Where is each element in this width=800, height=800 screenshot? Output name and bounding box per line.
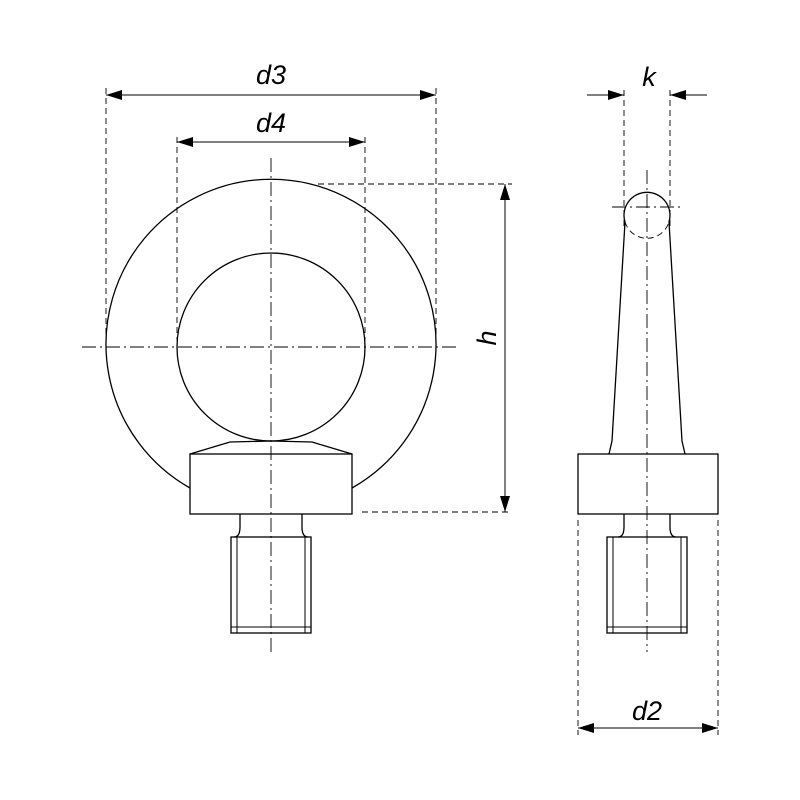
side-collar	[577, 453, 719, 515]
d4-arrow-right	[349, 137, 365, 147]
front-view	[82, 158, 460, 652]
k-label: k	[642, 62, 657, 92]
d3-arrow-left	[106, 90, 122, 100]
d3-arrow-right	[420, 90, 436, 100]
d3-label: d3	[256, 60, 286, 90]
side-view	[577, 170, 719, 652]
d4-label: d4	[256, 108, 286, 138]
side-dimensions: k d2	[577, 62, 719, 735]
ring-section-hidden	[624, 221, 670, 239]
h-arrow-top	[500, 184, 510, 200]
d2-arrow-left	[578, 723, 594, 733]
ring-outer-circle	[105, 178, 437, 489]
h-label: h	[472, 330, 502, 345]
d4-arrow-left	[177, 137, 193, 147]
d2-label: d2	[632, 696, 662, 726]
d2-arrow-right	[702, 723, 718, 733]
front-dimensions: d3 d4 h	[105, 60, 512, 513]
k-arrow-left	[608, 90, 624, 100]
k-arrow-right	[670, 90, 686, 100]
h-arrow-bottom	[500, 496, 510, 512]
